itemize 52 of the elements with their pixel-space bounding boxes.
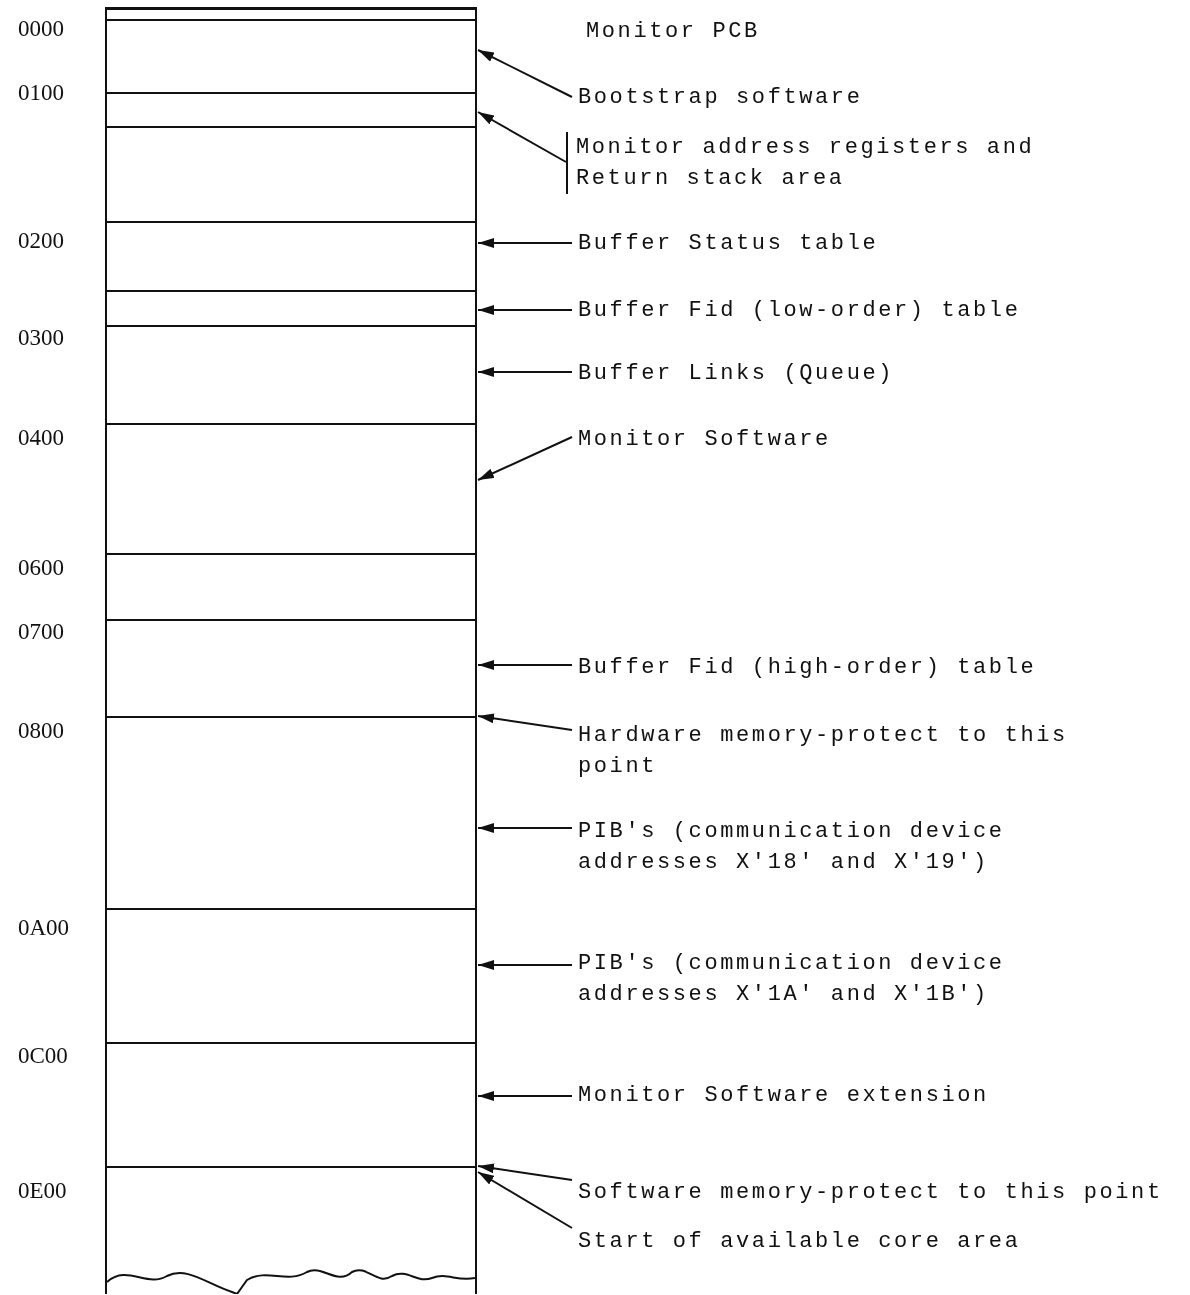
address-label: 0000 — [18, 16, 64, 42]
memory-block — [105, 7, 477, 19]
address-label: 0300 — [18, 325, 64, 351]
memory-region-label: Monitor PCB — [586, 18, 760, 46]
memory-region-label: Monitor Software extension — [572, 1080, 1138, 1111]
leader-arrow — [477, 49, 573, 98]
memory-region-label: Monitor address registers and Return stack area — [566, 132, 1096, 194]
memory-region-label: PIB's (communication device addresses X'18' and X'19') — [572, 816, 1138, 878]
address-label: 0E00 — [18, 1178, 67, 1204]
memory-block — [105, 716, 477, 908]
memory-block — [105, 19, 477, 92]
address-label: 0400 — [18, 425, 64, 451]
memory-region-label: Bootstrap software — [572, 82, 1138, 113]
address-label: 0100 — [18, 80, 64, 106]
leader-arrow — [477, 1171, 573, 1229]
memory-block — [105, 1166, 477, 1294]
memory-block — [105, 325, 477, 423]
leader-arrow — [477, 713, 573, 731]
memory-region-label: Buffer Fid (low-order) table — [572, 295, 1138, 326]
memory-block — [105, 221, 477, 290]
leader-arrow — [477, 823, 573, 833]
memory-block — [105, 908, 477, 1042]
memory-region-label: Buffer Fid (high-order) table — [572, 652, 1138, 683]
address-label: 0200 — [18, 228, 64, 254]
address-label: 0600 — [18, 555, 64, 581]
leader-arrow — [477, 111, 567, 163]
memory-block — [105, 92, 477, 126]
memory-region-label: Buffer Links (Queue) — [572, 358, 1138, 389]
memory-block — [105, 1042, 477, 1166]
leader-arrow — [477, 1163, 573, 1181]
address-label: 0A00 — [18, 915, 70, 941]
memory-region-label: Hardware memory-protect to this point — [572, 720, 1138, 782]
leader-arrow — [477, 960, 573, 970]
memory-block — [105, 126, 477, 221]
leader-arrow — [477, 1091, 573, 1101]
memory-region-label: Software memory-protect to this point — [572, 1177, 1190, 1208]
memory-region-label: Monitor Software — [572, 424, 1138, 455]
leader-arrow — [477, 660, 573, 670]
memory-block — [105, 553, 477, 619]
leader-arrow — [477, 305, 573, 315]
memory-region-label: Start of available core area — [572, 1226, 1138, 1257]
memory-block — [105, 423, 477, 553]
leader-arrow — [477, 238, 573, 248]
address-label: 0C00 — [18, 1043, 68, 1069]
memory-region-label: Buffer Status table — [572, 228, 1138, 259]
leader-arrow — [477, 436, 573, 481]
leader-arrow — [477, 367, 573, 377]
memory-region-label: PIB's (communication device addresses X'1A' and X'1B') — [572, 948, 1138, 1010]
memory-block — [105, 290, 477, 325]
address-label: 0800 — [18, 718, 64, 744]
memory-block — [105, 619, 477, 716]
address-label: 0700 — [18, 619, 64, 645]
